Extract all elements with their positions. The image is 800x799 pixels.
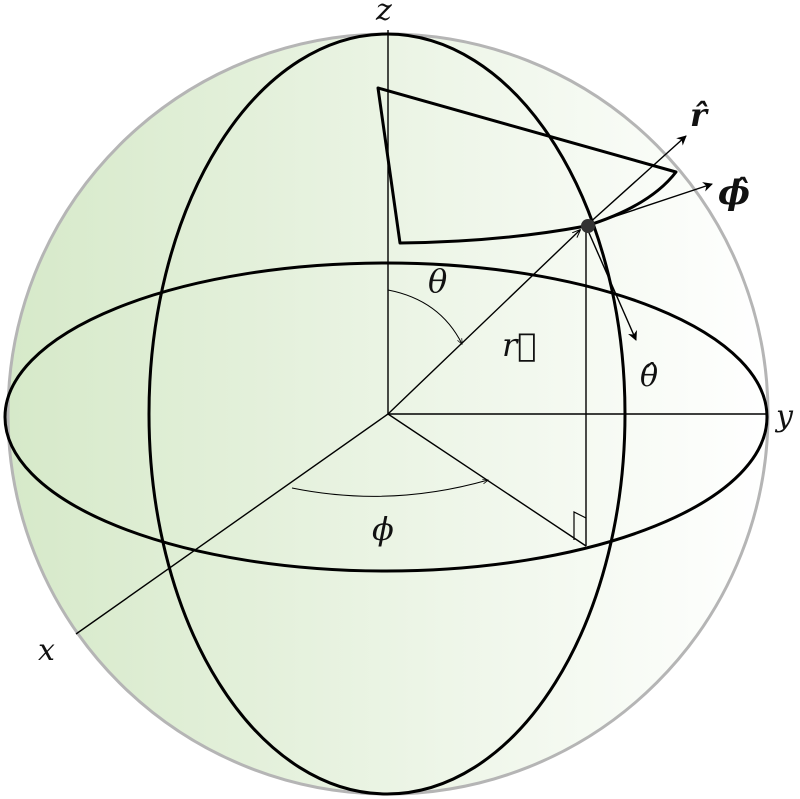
theta-angle-label: θ: [428, 262, 447, 300]
theta-hat-vector: [585, 225, 637, 341]
equator-ellipse: [3, 261, 769, 573]
meridian-ellipse: [147, 32, 627, 796]
theta-angle-arc: [387, 289, 462, 344]
y-axis-label: y: [774, 399, 794, 434]
r-vector-line: [387, 230, 580, 415]
surface-patch: [376, 86, 678, 245]
point-on-sphere: [581, 219, 595, 233]
right-angle-marker: [573, 511, 587, 540]
r-hat-vector: [585, 135, 687, 227]
phi-hat-vector: [585, 182, 713, 227]
x-axis-line: [75, 413, 389, 635]
phi-angle-label: ϕ: [372, 510, 394, 548]
phi-angle-arc: [291, 480, 488, 497]
phi-hat-label: ϕ̂: [718, 173, 750, 213]
r-hat-label: r̂: [690, 96, 709, 134]
theta-hat-label: θ̂: [640, 359, 658, 394]
r-vector-label: r⃗: [502, 326, 537, 364]
x-axis-label: x: [38, 633, 55, 668]
z-axis-label: z: [375, 0, 392, 28]
